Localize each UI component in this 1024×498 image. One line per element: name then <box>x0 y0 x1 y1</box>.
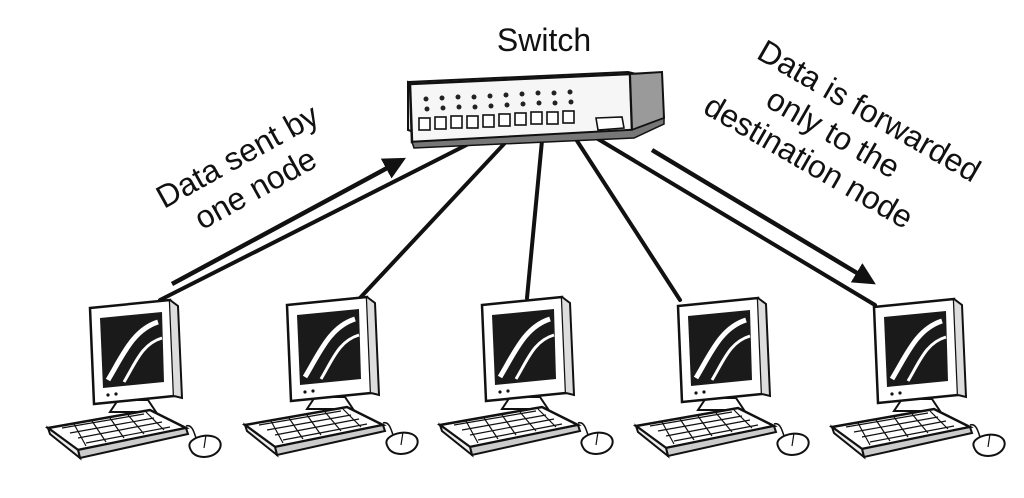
switch-ports <box>418 110 575 131</box>
computer-node-4 <box>636 298 809 456</box>
left-caption: Data sent by one node <box>150 97 325 237</box>
computer-icon <box>832 299 1005 457</box>
network-switch <box>407 70 666 149</box>
computer-icon <box>440 297 613 455</box>
cable-node-4 <box>568 128 682 302</box>
arrow-data-forwarded <box>650 148 876 285</box>
switch-label: Switch <box>497 22 591 58</box>
computer-node-5 <box>832 299 1005 457</box>
computer-node-1 <box>48 300 221 458</box>
computer-node-3 <box>440 297 613 455</box>
computer-node-2 <box>245 297 418 455</box>
network-cables <box>158 125 877 307</box>
cable-node-3 <box>525 128 545 300</box>
computer-icon <box>48 300 221 458</box>
computer-icon <box>636 298 809 456</box>
cable-node-1 <box>158 125 504 302</box>
status-leds <box>423 89 574 112</box>
right-caption: Data is forwarded only to the destinatio… <box>698 33 987 236</box>
cable-node-5 <box>581 128 877 307</box>
computer-icon <box>245 297 418 455</box>
arrow-data-sent <box>170 157 406 286</box>
cable-node-2 <box>358 127 520 300</box>
